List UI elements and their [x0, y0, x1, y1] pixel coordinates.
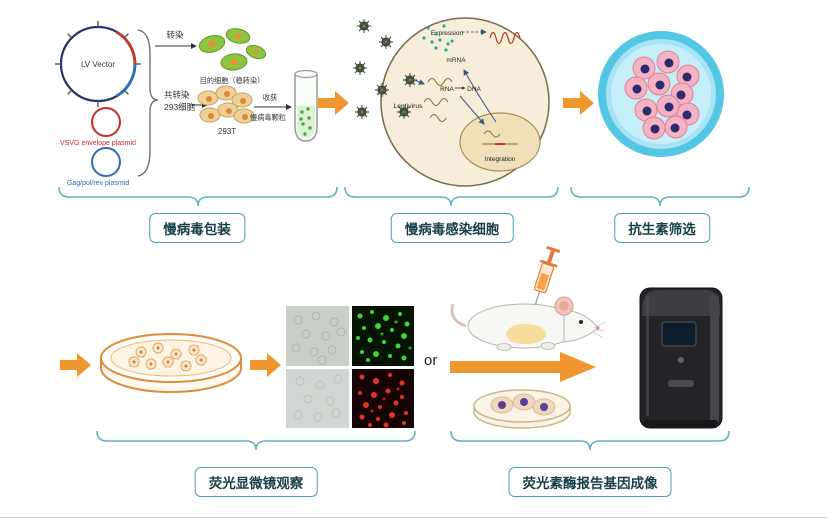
- dish-cells-with-nuclei-icon: [490, 393, 556, 416]
- syringe-icon: [533, 246, 561, 305]
- or-label: or: [424, 352, 438, 369]
- flow-arrow-icon-1: [318, 91, 349, 115]
- lv-vector-plasmid-icon: LV Vector: [55, 21, 141, 107]
- brace-packaging: [58, 186, 338, 207]
- brace-selection: [570, 186, 750, 207]
- flow-arrow-icon-2: [563, 91, 594, 115]
- red-fluorescent-cells-icon: [357, 372, 408, 427]
- plasmids-brace: [137, 29, 159, 177]
- cotransfection-label-line2: 293细胞: [164, 102, 196, 112]
- cell-dish-graphic: [473, 389, 571, 429]
- nucleus-icon: Integration: [459, 112, 541, 172]
- gag-pol-rev-plasmid-icon: Gag/pol/rev plasmid: [67, 147, 129, 187]
- flow-arrow-icon-4: [250, 353, 281, 377]
- stable-target-cells-icon: [198, 28, 267, 71]
- vsvg-plasmid-icon: VSVG envelope plasmid: [60, 107, 136, 147]
- mouse-injection-graphic: [450, 246, 606, 351]
- micrograph-brightfield-2: [286, 368, 349, 428]
- green-fluorescent-cells-icon: [355, 310, 411, 362]
- stage-label-infection: 慢病毒感染细胞: [390, 213, 514, 243]
- stage-label-selection: 抗生素筛选: [614, 213, 710, 243]
- transfection-label: 转染: [166, 30, 184, 40]
- cells-293t-icon: [197, 85, 255, 124]
- mouse-icon: [450, 296, 606, 351]
- lentivirus-label: Lentivirus: [393, 103, 423, 110]
- harvest-label-line2: 慢病毒颗粒: [250, 113, 286, 122]
- micrograph-red-fluorescence: [351, 368, 414, 428]
- rna-label: RNA: [440, 86, 454, 93]
- rna-to-dna-arrow-icon: [455, 86, 466, 90]
- brace-microscopy: [96, 430, 416, 451]
- stage-label-packaging: 慢病毒包装: [149, 213, 245, 243]
- process-arrows: [409, 29, 497, 125]
- selection-dish-graphic: [598, 31, 724, 157]
- transfection-arrow-icon: [155, 43, 197, 49]
- brightfield-cells-icon: [291, 311, 346, 365]
- integration-label: Integration: [485, 156, 516, 163]
- mrna-label: mRNA: [446, 57, 466, 64]
- viral-rna-icon: [423, 78, 453, 122]
- flow-arrow-icon-5: [450, 352, 596, 382]
- virus-collection-tube-icon: [294, 69, 318, 142]
- selected-cells-icon: [624, 50, 700, 140]
- lv-vector-label: LV Vector: [81, 60, 115, 69]
- harvest-label-line1: 收获: [263, 93, 277, 102]
- brace-infection: [344, 186, 559, 207]
- cotransfection-label-line1: 共转染: [164, 90, 190, 100]
- brightfield-cells-icon-2: [293, 374, 343, 421]
- dish-cells-icon: [128, 342, 207, 372]
- dna-label: DNA: [467, 86, 481, 93]
- page-bottom-rule: [0, 517, 827, 518]
- expression-label: Expression: [431, 30, 464, 37]
- cells-293t-label: 293T: [218, 127, 236, 136]
- infection-graphic: Integration Lentivirus RNA DNA mRNA Expr…: [352, 17, 550, 187]
- micrograph-green-fluorescence: [351, 306, 414, 366]
- harvest-arrow-icon: [254, 104, 292, 110]
- brace-luciferase: [450, 430, 730, 451]
- vsvg-plasmid-label: VSVG envelope plasmid: [60, 140, 136, 147]
- stable-cells-label: 目的细胞（稳转染）: [200, 76, 265, 85]
- imaging-instrument-icon: [639, 287, 723, 429]
- stage-label-luciferase: 荧光素酶报告基因成像: [508, 467, 672, 497]
- micrograph-panel: [286, 306, 414, 428]
- micrograph-brightfield-1: [286, 306, 349, 366]
- protein-coil-icon: [489, 31, 521, 45]
- flow-arrow-icon-3: [60, 353, 91, 377]
- expressed-protein-dots: [422, 24, 454, 52]
- culture-dish-graphic: [100, 333, 242, 393]
- stage-label-microscopy: 荧光显微镜观察: [194, 467, 318, 497]
- gag-plasmid-label: Gag/pol/rev plasmid: [67, 180, 129, 187]
- packaging-graphic: LV Vector VSVG envelope plasmid Gag/pol/…: [55, 21, 318, 187]
